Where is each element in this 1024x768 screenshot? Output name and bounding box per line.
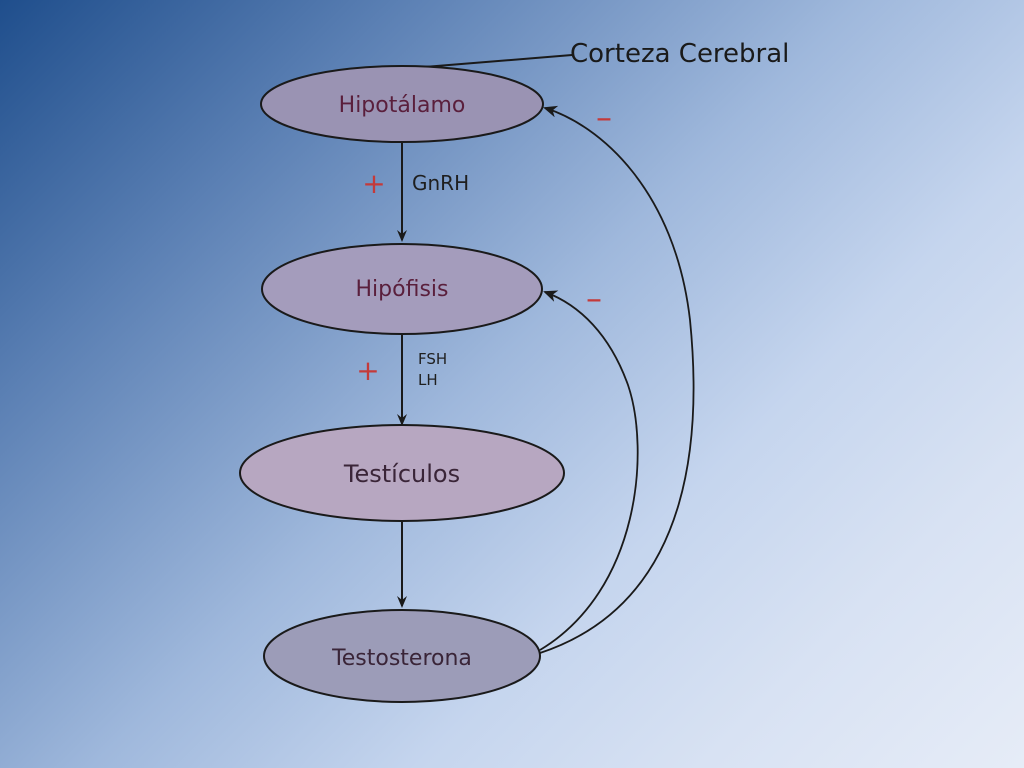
- node-testes-label: Testículos: [343, 460, 460, 488]
- cortex-connector-line: [411, 54, 573, 69]
- gnrh-label: GnRH: [412, 171, 469, 195]
- plus-sign-gnrh: +: [362, 167, 385, 200]
- minus-sign-pituitary: –: [586, 279, 602, 317]
- node-testes: Testículos: [239, 424, 565, 522]
- feedback-arrow-to-hypothalamus: [539, 105, 695, 654]
- fsh-label: FSH: [418, 350, 447, 368]
- node-hypothalamus: Hipotálamo: [260, 65, 544, 143]
- node-hypothalamus-label: Hipotálamo: [339, 93, 466, 118]
- feedback-arrow-to-pituitary: [539, 290, 639, 651]
- lh-label: LH: [418, 371, 438, 389]
- cortex-label: Corteza Cerebral: [570, 39, 789, 69]
- node-hypothalamus-shape: [260, 65, 544, 143]
- plus-sign-fsh-lh: +: [356, 354, 379, 387]
- node-pituitary: Hipófisis: [261, 243, 543, 335]
- node-pituitary-label: Hipófisis: [356, 277, 449, 302]
- node-testosterone-shape: [263, 609, 541, 703]
- node-testosterone: Testosterona: [263, 609, 541, 703]
- minus-sign-hypothalamus: –: [596, 98, 612, 136]
- node-testosterone-label: Testosterona: [331, 646, 472, 671]
